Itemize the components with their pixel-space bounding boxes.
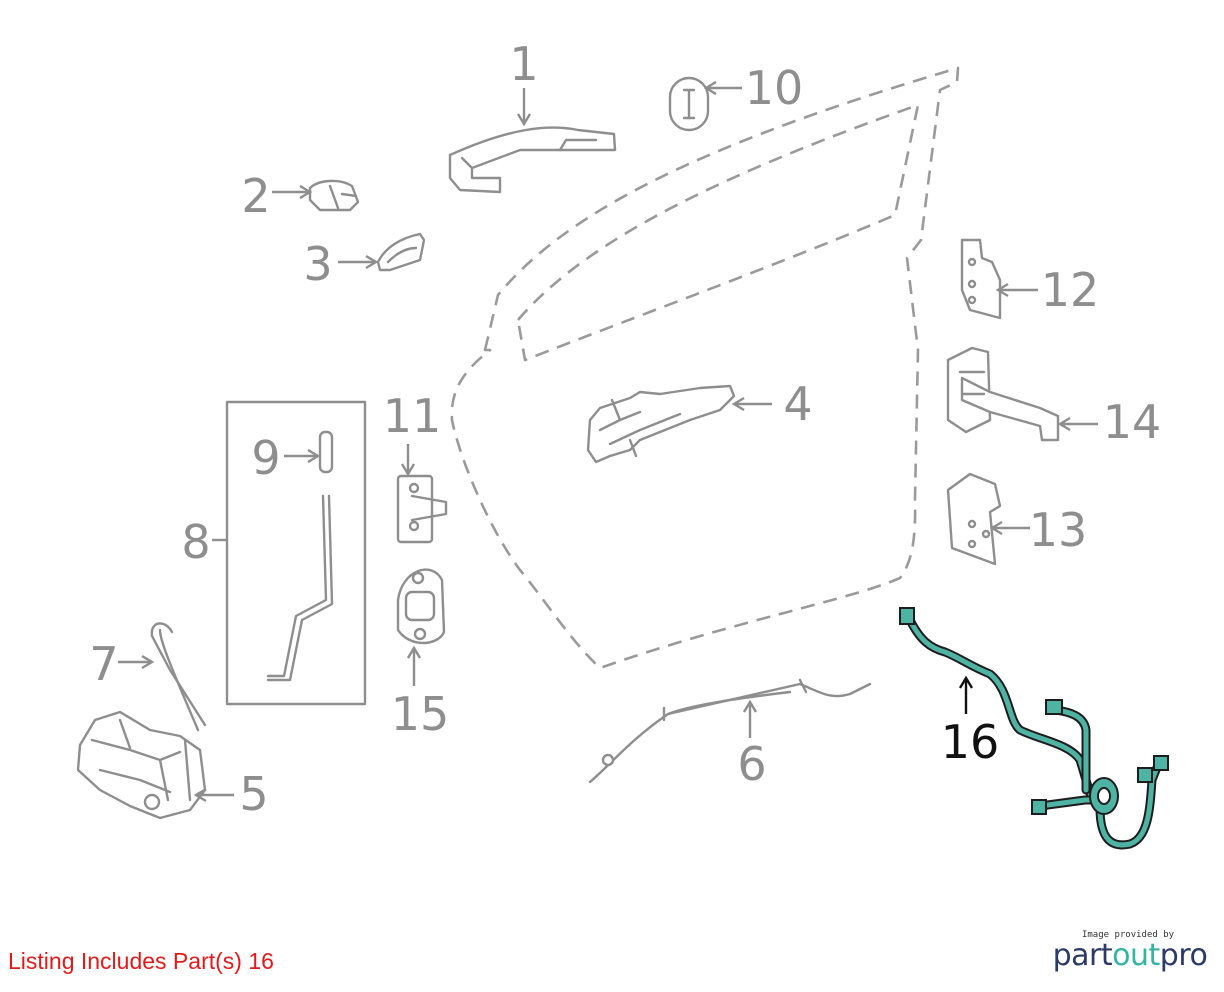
part-11-striker — [396, 474, 448, 544]
part-6-release-cable — [588, 678, 872, 784]
callout-8: 8 — [181, 515, 210, 569]
part-13-lower-hinge — [946, 472, 1002, 566]
callout-13: 13 — [1029, 503, 1088, 557]
part-5-door-latch — [76, 710, 207, 820]
part-2-lock-cylinder-cap — [308, 179, 360, 212]
callout-2: 2 — [241, 169, 270, 223]
callout-12: 12 — [1041, 263, 1100, 317]
callout-4: 4 — [783, 377, 812, 431]
part-15-striker-plate — [396, 568, 446, 645]
part-16-wiring-harness — [899, 607, 1169, 850]
brand-name-part1: part — [1052, 938, 1113, 973]
part-12-upper-hinge — [960, 238, 1002, 320]
callout-14: 14 — [1103, 395, 1162, 449]
brand-name-part3: pro — [1159, 938, 1208, 973]
brand-caption: Image provided by — [1081, 930, 1175, 940]
brand-name-part2: out — [1112, 938, 1160, 973]
callout-9: 9 — [251, 431, 280, 485]
part-1-exterior-handle — [448, 126, 617, 194]
part-3-handle-bracket — [376, 232, 426, 272]
part-8-rod-kit-box — [225, 400, 367, 706]
callout-15: 15 — [391, 687, 450, 741]
part-4-interior-handle — [586, 384, 736, 464]
callout-10: 10 — [745, 61, 804, 115]
callout-7: 7 — [89, 637, 118, 691]
callout-3: 3 — [303, 237, 332, 291]
callout-11: 11 — [383, 389, 442, 443]
callout-5: 5 — [239, 767, 268, 821]
brand-name: partoutpro — [1050, 938, 1210, 973]
callout-16: 16 — [941, 715, 1000, 769]
callout-labels: 1 2 3 4 5 6 7 8 9 10 11 12 13 14 15 16 — [89, 37, 1161, 821]
partoutpro-logo: Image provided by partoutpro — [1050, 930, 1210, 973]
callout-arrows — [118, 80, 1098, 803]
callout-6: 6 — [737, 737, 766, 791]
callout-1: 1 — [509, 37, 538, 91]
part-14-door-check — [946, 346, 1060, 442]
door-outline — [450, 66, 960, 670]
part-10-plug — [668, 76, 710, 132]
part-7-lock-rod — [150, 622, 207, 732]
listing-includes-note: Listing Includes Part(s) 16 — [8, 948, 274, 974]
